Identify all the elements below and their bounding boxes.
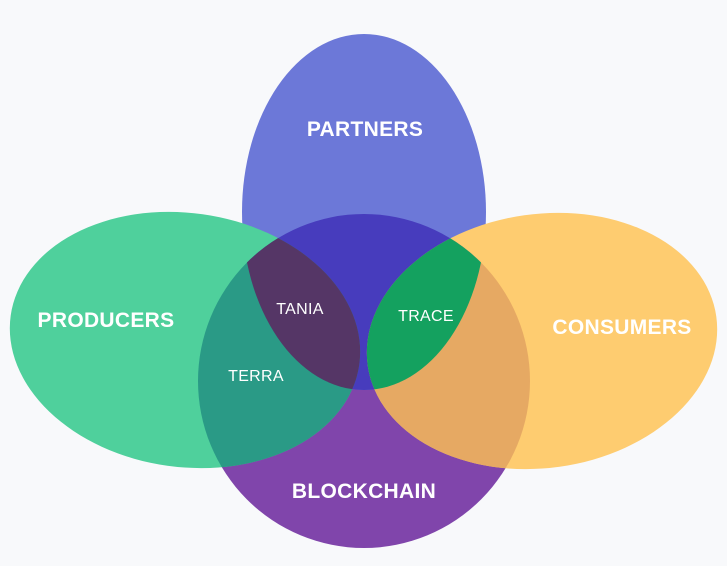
partners-label: PARTNERS bbox=[307, 118, 423, 141]
consumers-label: CONSUMERS bbox=[552, 316, 691, 339]
terra-label: TERRA bbox=[228, 368, 284, 385]
tania-label: TANIA bbox=[276, 301, 323, 318]
producers-label: PRODUCERS bbox=[38, 309, 175, 332]
trace-label: TRACE bbox=[398, 308, 454, 325]
blockchain-label: BLOCKCHAIN bbox=[292, 480, 436, 503]
